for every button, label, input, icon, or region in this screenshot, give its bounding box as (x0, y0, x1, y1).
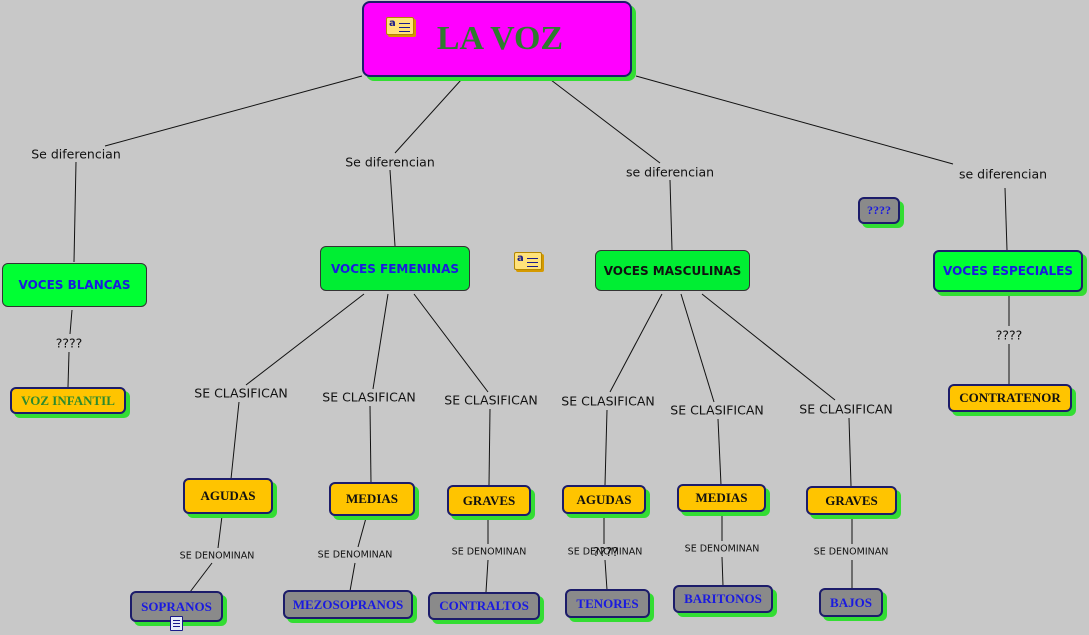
label-clas-fem-medias: SE CLASIFICAN (321, 389, 417, 405)
link-den-baritonos (721, 556, 724, 587)
link-fem-clas-graves (413, 293, 489, 393)
label-dif-masculinas: se diferencian (624, 164, 716, 180)
link-dif-especiales (1004, 187, 1008, 251)
node-contratenor[interactable]: CONTRATENOR (948, 384, 1072, 412)
link-mas-clas-graves (701, 293, 836, 401)
link-clas-mas-graves (848, 417, 852, 487)
label-clas-mas-medias: SE CLASIFICAN (669, 402, 765, 418)
link-fem-medias-den (357, 517, 367, 548)
link-dif-blancas (73, 161, 77, 263)
link-mas-clas-agudas (609, 293, 663, 393)
node-voz-infantil[interactable]: VOZ INFANTIL (10, 387, 126, 414)
node-voces-masculinas[interactable]: VOCES MASCULINAS (595, 250, 750, 291)
label-den-fem-medias: SE DENOMINAN (316, 549, 394, 561)
link-den-tenores (604, 559, 608, 591)
label-den-mas-agudas: SE DENOMINAN (566, 546, 644, 558)
label-clas-fem-agudas: SE CLASIFICAN (193, 385, 289, 401)
link-den-sopranos (189, 562, 213, 593)
node-voces-femeninas[interactable]: VOCES FEMENINAS (320, 246, 470, 291)
label-dif-femeninas: Se diferencian (344, 154, 436, 170)
link-mas-clas-medias (680, 293, 715, 403)
link-den-contraltos (485, 559, 489, 593)
link-clas-fem-agudas (230, 401, 240, 480)
label-den-fem-graves: SE DENOMINAN (450, 546, 528, 558)
link-q-infantil (67, 351, 70, 388)
node-fem-medias[interactable]: MEDIAS (329, 482, 415, 516)
link-title-dif-masculinas (550, 79, 661, 164)
node-fem-agudas[interactable]: AGUDAS (183, 478, 273, 514)
node-bajos[interactable]: BAJOS (819, 588, 883, 617)
node-contraltos[interactable]: CONTRALTOS (428, 592, 540, 620)
link-fem-clas-agudas (245, 293, 365, 386)
label-q-blancas: ???? (54, 335, 84, 351)
link-title-dif-blancas (104, 75, 363, 147)
link-clas-fem-graves (488, 408, 491, 486)
label-clas-fem-graves: SE CLASIFICAN (443, 392, 539, 408)
label-den-mas-graves: SE DENOMINAN (812, 546, 890, 558)
node-unknown[interactable]: ???? (858, 197, 900, 224)
annotation-note-icon[interactable]: a (386, 17, 414, 35)
node-mas-graves[interactable]: GRAVES (806, 486, 897, 515)
link-den-mezosopranos (349, 562, 356, 592)
node-fem-graves[interactable]: GRAVES (447, 485, 531, 516)
label-clas-mas-graves: SE CLASIFICAN (798, 401, 894, 417)
node-voces-especiales[interactable]: VOCES ESPECIALES (933, 250, 1083, 292)
floating-note-icon[interactable]: a (514, 252, 542, 270)
link-clas-fem-medias (369, 405, 372, 484)
label-den-mas-agudas-q: ???? (593, 545, 619, 559)
label-den-mas-medias: SE DENOMINAN (683, 543, 761, 555)
node-tenores[interactable]: TENORES (565, 589, 650, 618)
link-title-dif-especiales (635, 75, 954, 165)
label-q-especiales: ???? (994, 327, 1024, 343)
label-dif-especiales: se diferencian (957, 166, 1049, 182)
node-mas-medias[interactable]: MEDIAS (677, 484, 766, 512)
title-node[interactable]: LA VOZ (362, 1, 632, 77)
document-icon[interactable] (170, 616, 183, 631)
title-text: LA VOZ (436, 20, 564, 57)
link-dif-femeninas (389, 169, 396, 247)
link-clas-mas-medias (717, 418, 722, 486)
link-dif-masculinas (669, 179, 673, 251)
node-baritonos[interactable]: BARITONOS (673, 585, 773, 613)
label-dif-blancas: Se diferencian (30, 146, 122, 162)
node-mezosopranos[interactable]: MEZOSOPRANOS (283, 590, 413, 619)
link-fem-agudas-den (217, 515, 223, 549)
label-den-fem-agudas: SE DENOMINAN (178, 550, 256, 562)
node-mas-agudas[interactable]: AGUDAS (562, 485, 646, 514)
link-fem-clas-medias (372, 293, 389, 390)
link-clas-mas-agudas (604, 409, 608, 486)
node-voces-blancas[interactable]: VOCES BLANCAS (2, 263, 147, 307)
label-clas-mas-agudas: SE CLASIFICAN (560, 393, 656, 409)
link-blancas-q (69, 309, 73, 335)
link-title-dif-femeninas (394, 79, 462, 154)
node-sopranos[interactable]: SOPRANOS (130, 591, 223, 622)
